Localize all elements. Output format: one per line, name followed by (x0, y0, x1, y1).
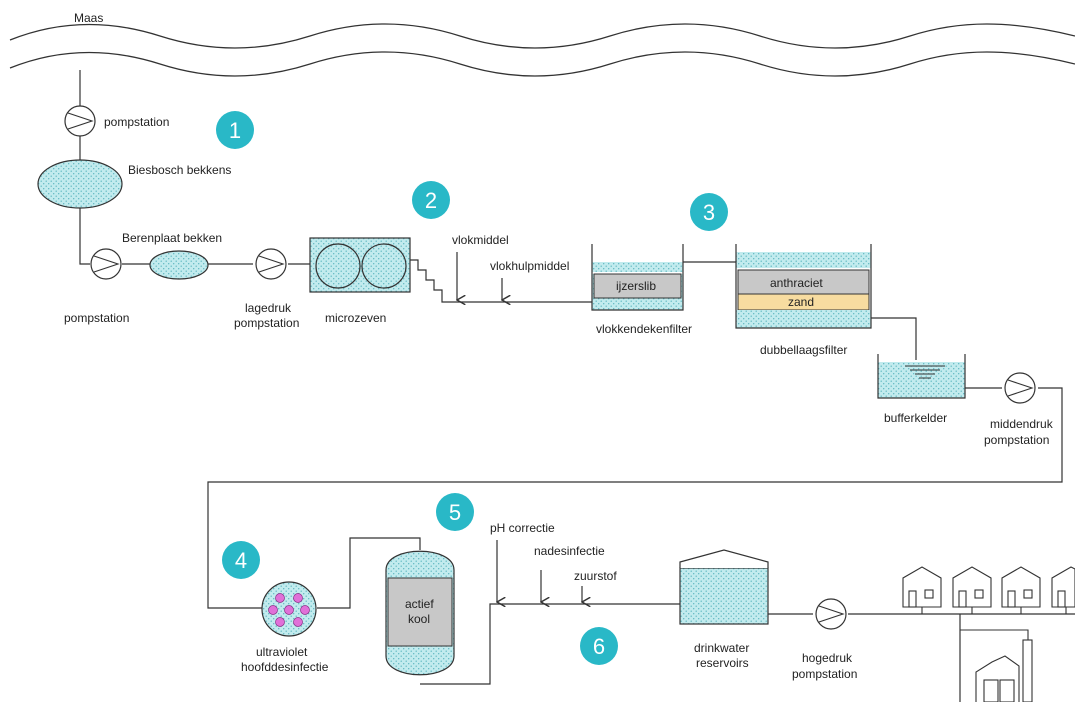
step-badge-3: 3 (690, 193, 728, 231)
pump-hogedruk (815, 598, 847, 630)
uv-unit (261, 581, 317, 637)
houses (902, 566, 1075, 608)
ph-correctie-label: pH correctie (490, 521, 555, 535)
middendruk-label-2: pompstation (984, 433, 1049, 447)
drinkwater-label-1: drinkwater (694, 641, 749, 655)
zuurstof-label: zuurstof (574, 569, 617, 583)
berenplaat-label: Berenplaat bekken (122, 231, 222, 245)
step-badge-2: 2 (412, 181, 450, 219)
biesbosch-basin (37, 159, 123, 209)
biesbosch-label: Biesbosch bekkens (128, 163, 231, 177)
drinkwater-reservoir (679, 549, 769, 625)
pump-middendruk (1004, 372, 1036, 404)
pompstation-left-label: pompstation (64, 311, 129, 325)
dosing-arrows (457, 252, 582, 602)
step-badges: 1 2 3 4 5 6 (216, 111, 728, 665)
anthraciet-label: anthraciet (770, 276, 823, 290)
ijzerslib-label: ijzerslib (616, 279, 656, 293)
bufferkelder-label: bufferkelder (884, 411, 947, 425)
maas-label: Maas (74, 11, 103, 25)
lagedruk-label-2: pompstation (234, 316, 299, 330)
lagedruk-label-1: lagedruk (245, 301, 292, 315)
zand-label: zand (788, 295, 814, 309)
step-badge-1: 1 (216, 111, 254, 149)
house-feed-lines (921, 607, 1067, 646)
vlokmiddel-label: vlokmiddel (452, 233, 509, 247)
svg-text:1: 1 (229, 118, 241, 143)
svg-text:6: 6 (593, 634, 605, 659)
svg-text:3: 3 (703, 200, 715, 225)
step-badge-4: 4 (222, 541, 260, 579)
vlokkendekenfilter-label: vlokkendekenfilter (596, 322, 692, 336)
bufferkelder-tank (877, 354, 966, 399)
step-badge-5: 5 (436, 493, 474, 531)
drinkwater-label-2: reservoirs (696, 656, 749, 670)
actief-label-1: actief (405, 597, 434, 611)
actief-label-2: kool (408, 612, 430, 626)
river-maas (9, 23, 1075, 77)
vlokhulpmiddel-label: vlokhulpmiddel (490, 259, 569, 273)
step-badge-6: 6 (580, 627, 618, 665)
svg-text:2: 2 (425, 188, 437, 213)
hogedruk-label-1: hogedruk (802, 651, 853, 665)
vlokkendekenfilter-tank (591, 244, 684, 311)
factory (975, 639, 1033, 702)
microzeven-tank (309, 237, 411, 293)
pompstation-top-label: pompstation (104, 115, 169, 129)
uv-label-2: hoofddesinfectie (241, 660, 329, 674)
hogedruk-label-2: pompstation (792, 667, 857, 681)
svg-text:4: 4 (235, 548, 247, 573)
pump-left (90, 248, 122, 280)
pump-top (64, 105, 96, 137)
pump-lagedruk (255, 248, 287, 280)
svg-text:5: 5 (449, 500, 461, 525)
middendruk-label-1: middendruk (990, 417, 1054, 431)
microzeven-label: microzeven (325, 311, 386, 325)
nadesinfectie-label: nadesinfectie (534, 544, 605, 558)
berenplaat-basin (149, 250, 209, 280)
uv-label-1: ultraviolet (256, 645, 308, 659)
dubbellaagsfilter-label: dubbellaagsfilter (760, 343, 847, 357)
dubbellaagsfilter-tank (735, 244, 872, 329)
actief-kool-vessel (385, 550, 455, 676)
